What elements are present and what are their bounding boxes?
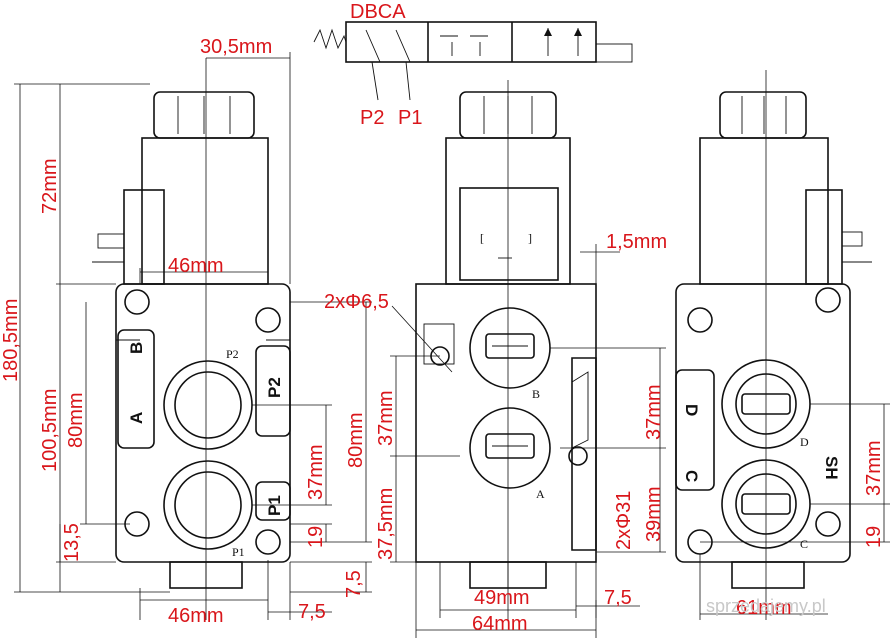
dim-7-5-left-v: 7,5	[343, 570, 365, 598]
schematic-port-p2: P2	[360, 107, 384, 129]
rear-view-dimensions	[699, 403, 890, 620]
hydraulic-schematic: DBCA P2 P1	[313, 1, 633, 129]
left-port-b-label: B	[127, 342, 146, 354]
dim-37-5mm: 37,5mm	[375, 488, 397, 560]
dim-30-5mm: 30,5mm	[200, 36, 272, 58]
right-port-d-label: D	[800, 435, 809, 449]
schematic-port-letters: DBCA	[350, 1, 406, 23]
right-sh-label: SH	[822, 456, 841, 480]
left-port-a-label: A	[127, 412, 146, 424]
right-c-arrow-label: C	[682, 470, 701, 482]
mid-port-a-label: A	[536, 487, 545, 501]
dim-100-5mm: 100,5mm	[39, 389, 61, 472]
side-view-dimensions	[390, 244, 666, 638]
dim-180-5mm: 180,5mm	[0, 299, 22, 382]
dim-37mm-left: 37mm	[305, 444, 327, 500]
dim-37mm-mid-right: 37mm	[643, 384, 665, 440]
dim-2x-phi-6-5: 2xΦ6,5	[324, 291, 389, 313]
dim-64mm: 64mm	[472, 613, 528, 635]
svg-text:]: ]	[528, 231, 532, 245]
mid-port-b-label: B	[532, 387, 540, 401]
dim-37mm-right: 37mm	[863, 440, 885, 496]
dim-49mm: 49mm	[474, 587, 530, 609]
dim-1-5mm: 1,5mm	[606, 231, 667, 253]
watermark: sprzedajemy.pl	[706, 596, 826, 616]
front-view-dimensions	[14, 52, 372, 620]
schematic-port-p1: P1	[398, 107, 422, 129]
dim-80mm-left: 80mm	[65, 392, 87, 448]
left-port-p2-label: P2	[226, 347, 239, 361]
dim-19-left: 19	[305, 526, 327, 548]
left-port-p1-bold: P1	[265, 495, 284, 516]
dim-80mm-right: 80mm	[345, 412, 367, 468]
left-port-p1-label: P1	[232, 545, 245, 559]
dim-37mm-mid: 37mm	[375, 390, 397, 446]
rear-view: D C SH D C	[675, 70, 872, 620]
front-view: P2 P1 B A P2 P1	[92, 58, 291, 620]
svg-text:[: [	[480, 231, 484, 245]
dim-72mm: 72mm	[39, 158, 61, 214]
dim-13-5: 13,5	[61, 523, 83, 562]
dim-46mm-top: 46mm	[168, 255, 224, 277]
dim-7-5-mid: 7,5	[604, 587, 632, 609]
dim-2x-phi-31: 2xΦ31	[613, 491, 635, 550]
dim-46mm-bottom: 46mm	[168, 605, 224, 627]
side-view: [ ] B A	[415, 80, 597, 620]
right-port-c-label: C	[800, 537, 808, 551]
dim-61mm: 61mm	[736, 597, 792, 619]
dim-7-5-left-h: 7,5	[298, 601, 326, 623]
dim-39mm: 39mm	[643, 486, 665, 542]
right-d-arrow-label: D	[682, 404, 701, 416]
left-port-p2-bold: P2	[265, 377, 284, 398]
dim-19-right: 19	[863, 526, 885, 548]
